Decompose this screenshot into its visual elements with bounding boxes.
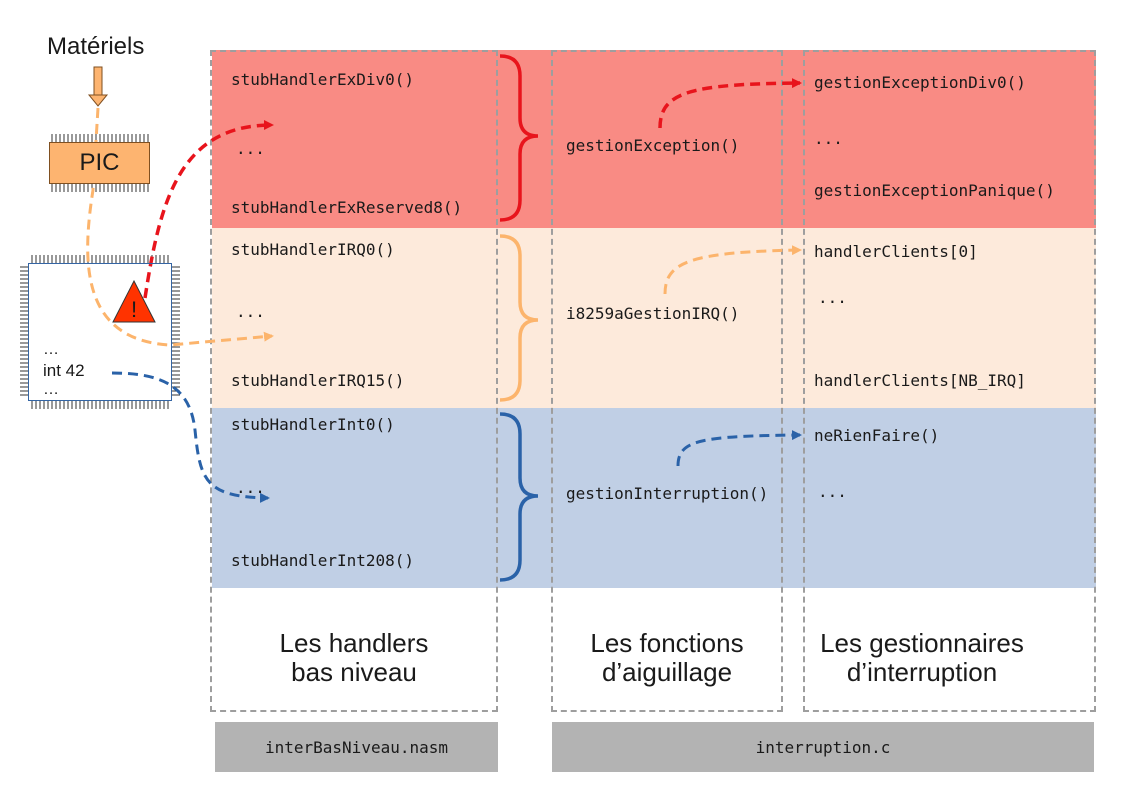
- cpu-line-1: …: [43, 341, 59, 358]
- stub-ex-reserved8: stubHandlerExReserved8(): [231, 198, 463, 217]
- cpu-pins: [20, 255, 180, 409]
- handler-ne-rien-faire: neRienFaire(): [814, 426, 940, 445]
- arrow-gestion-exception-to-div0: [658, 78, 802, 129]
- hardware-label: Matériels: [47, 33, 145, 60]
- i8259a-gestion-irq: i8259aGestionIRQ(): [566, 304, 740, 323]
- warning-symbol: !: [130, 297, 138, 322]
- handler-clients-nb-irq: handlerClients[NB_IRQ]: [814, 371, 1026, 390]
- pic-pins: [51, 134, 149, 192]
- exceptions-band: [212, 50, 1096, 228]
- caption-handlers-line1: Les gestionnaires: [820, 628, 1024, 658]
- low-level-column: [210, 50, 498, 712]
- file-interruption-c: interruption.c: [552, 722, 1094, 772]
- cpu-line-int42: int 42: [43, 361, 85, 380]
- brace-interrupts: [499, 412, 539, 582]
- caption-low-level-line1: Les handlers: [279, 628, 429, 658]
- warning-triangle-icon: [112, 279, 156, 323]
- stub-ex-div0: stubHandlerExDiv0(): [231, 70, 415, 89]
- caption-handlers-line2: d’interruption: [846, 657, 998, 687]
- caption-dispatch-line2: d’aiguillage: [601, 657, 733, 687]
- handler-ex-ellipsis: ...: [814, 129, 843, 148]
- caption-low-level: Les handlers bas niveau: [212, 629, 496, 687]
- caption-dispatch: Les fonctions d’aiguillage: [553, 629, 781, 687]
- brace-irq: [499, 234, 539, 402]
- caption-handlers: Les gestionnaires d’interruption: [805, 629, 1039, 687]
- pic-chip: PIC: [49, 142, 150, 184]
- interrupts-band: [212, 408, 1096, 588]
- file-inter-bas-niveau: interBasNiveau.nasm: [215, 722, 498, 772]
- stub-irq-ellipsis: ...: [236, 302, 265, 321]
- caption-low-level-line2: bas niveau: [291, 657, 417, 687]
- stub-int0: stubHandlerInt0(): [231, 415, 395, 434]
- handler-panique: gestionExceptionPanique(): [814, 181, 1055, 200]
- hardware-arrow: [87, 66, 109, 107]
- arrow-interruption-to-nerienfaire: [676, 430, 802, 467]
- cpu-chip: [28, 263, 172, 401]
- caption-dispatch-line1: Les fonctions: [590, 628, 744, 658]
- pic-label: PIC: [79, 149, 120, 176]
- stub-ex-ellipsis: ...: [236, 139, 265, 158]
- handler-div0: gestionExceptionDiv0(): [814, 73, 1026, 92]
- arrow-irq-to-clients: [663, 245, 802, 295]
- cpu-line-3: …: [43, 381, 59, 398]
- stub-irq0: stubHandlerIRQ0(): [231, 240, 395, 259]
- dispatch-column: [551, 50, 783, 712]
- handler-int-ellipsis: ...: [818, 482, 847, 501]
- stub-int-ellipsis: ...: [236, 478, 265, 497]
- gestion-interruption: gestionInterruption(): [566, 484, 769, 503]
- handlers-column: [803, 50, 1096, 712]
- stub-int208: stubHandlerInt208(): [231, 551, 415, 570]
- arrow-pic-to-stub: [86, 107, 274, 347]
- stub-irq15: stubHandlerIRQ15(): [231, 371, 405, 390]
- handler-irq-ellipsis: ...: [818, 288, 847, 307]
- handler-clients-0: handlerClients[0]: [814, 242, 978, 261]
- arrow-exception-to-stub: [143, 120, 274, 299]
- irq-band: [212, 228, 1096, 408]
- arrow-int42-to-stub: [111, 371, 270, 503]
- brace-exceptions: [499, 54, 539, 222]
- gestion-exception: gestionException(): [566, 136, 740, 155]
